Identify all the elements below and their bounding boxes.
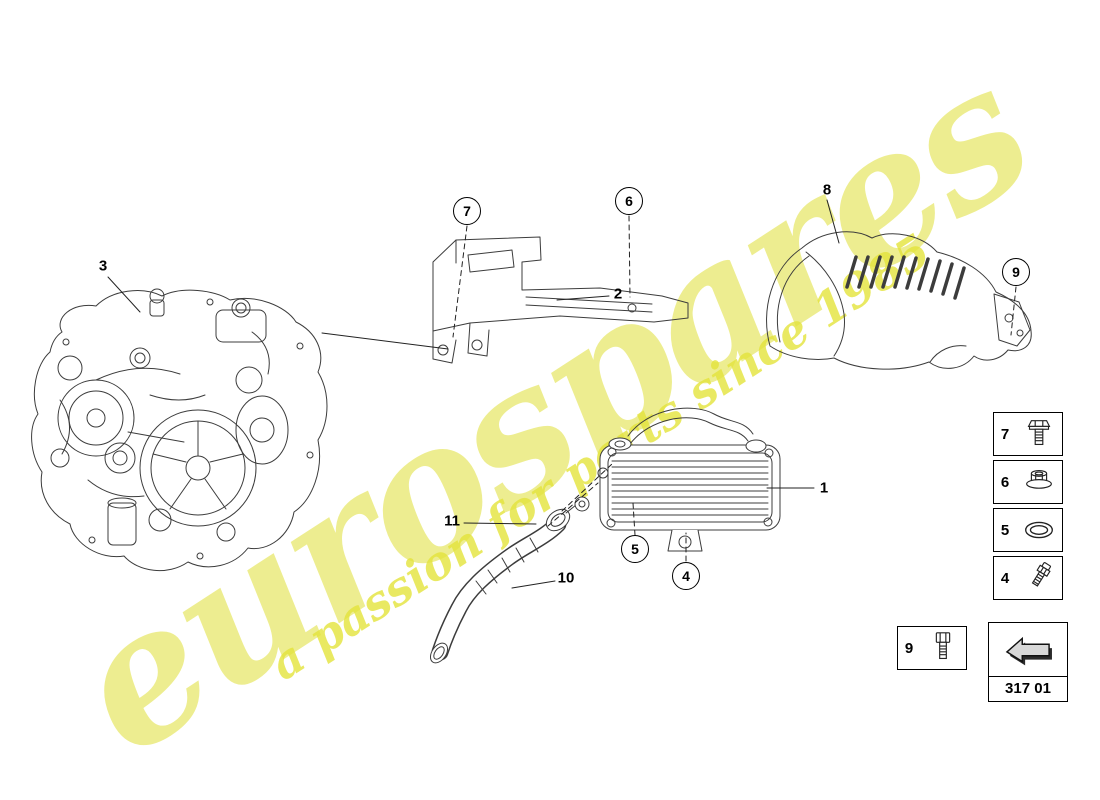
callout-6[interactable]: 6 [615,187,643,215]
flange-nut-icon [1026,470,1052,489]
callout-4[interactable]: 4 [672,562,700,590]
dashed-leader-lines [452,215,1017,562]
legend-item-9[interactable]: 9 [897,626,967,670]
gearbox-drawing [31,288,328,572]
callout-5[interactable]: 5 [621,535,649,563]
legend-item-5[interactable]: 5 [993,508,1063,552]
legend-number-7: 7 [1000,425,1010,443]
callout-3[interactable]: 3 [98,257,108,275]
socket-bolt-icon [935,632,951,660]
legend-number-6: 6 [1000,473,1010,491]
legend-item-6[interactable]: 6 [993,460,1063,504]
callout-8[interactable]: 8 [822,181,832,199]
hose-drawing [429,496,590,664]
legend-number-5: 5 [1000,521,1010,539]
legend-item-4[interactable]: 4 [993,556,1063,600]
plug-fitting-icon [1031,562,1051,587]
leader-lines [107,199,1017,589]
block-arrow-icon [1005,636,1052,665]
callout-1[interactable]: 1 [819,479,829,497]
callout-11[interactable]: 11 [444,512,460,530]
oil-cooler-drawing [597,407,781,552]
callout-7[interactable]: 7 [453,197,481,225]
legend-number-9: 9 [904,639,914,657]
legend-item-7[interactable]: 7 [993,412,1063,456]
callout-2[interactable]: 2 [613,285,623,303]
part-group-code: 317 01 [1005,680,1051,697]
hex-bolt-icon [1027,420,1051,446]
cover-drawing [766,231,1032,370]
bracket-drawing [432,236,689,364]
callout-9[interactable]: 9 [1002,258,1030,286]
o-ring-icon [1025,521,1053,539]
callout-10[interactable]: 10 [557,569,575,587]
part-group-box[interactable]: 317 01 [988,622,1068,702]
part-group-arrow [989,623,1067,677]
legend-number-4: 4 [1000,569,1010,587]
